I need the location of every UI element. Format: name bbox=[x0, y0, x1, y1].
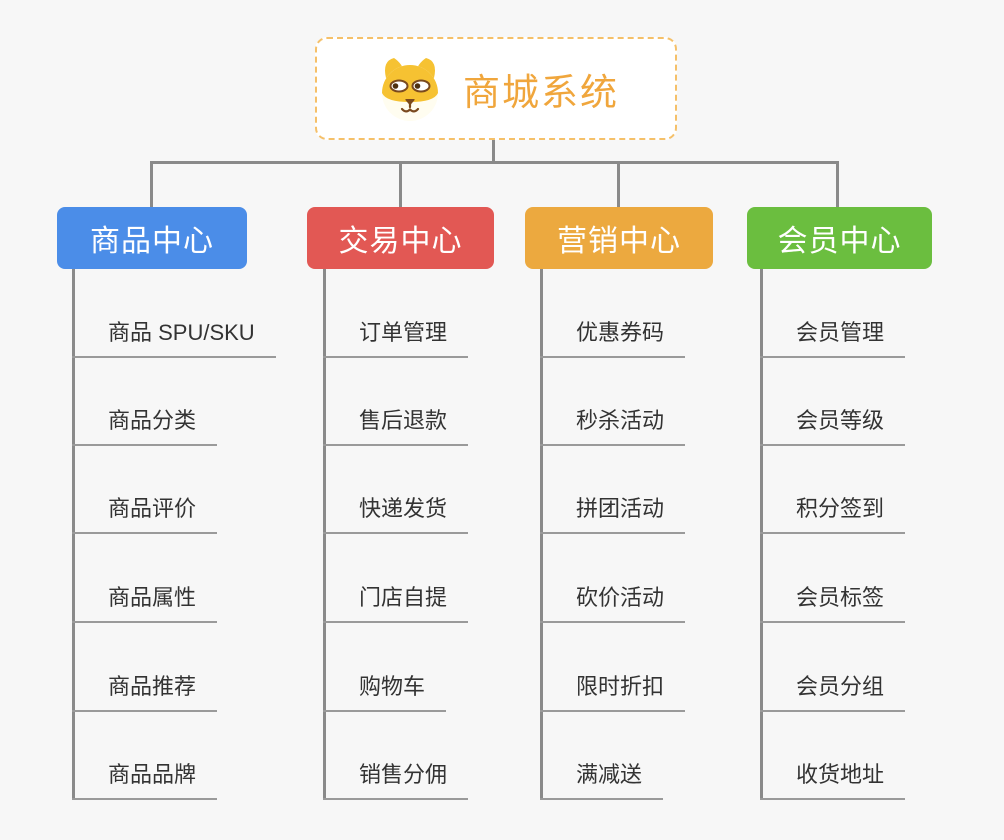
connector-trunk bbox=[760, 269, 763, 800]
leaf-item[interactable]: 门店自提 bbox=[323, 584, 469, 623]
leaf-item[interactable]: 会员分组 bbox=[760, 673, 906, 712]
leaf-item[interactable]: 收货地址 bbox=[760, 761, 906, 800]
branch-header-trade-center[interactable]: 交易中心 bbox=[307, 207, 494, 269]
root-title: 商城系统 bbox=[463, 71, 619, 113]
branch-header-product-center[interactable]: 商品中心 bbox=[57, 207, 247, 269]
connector-drop bbox=[150, 161, 153, 207]
connector-trunk bbox=[323, 269, 326, 800]
connector-trunk bbox=[540, 269, 543, 800]
leaf-item[interactable]: 满减送 bbox=[540, 761, 664, 800]
leaf-item[interactable]: 商品分类 bbox=[72, 407, 218, 446]
leaf-item[interactable]: 会员等级 bbox=[760, 407, 906, 446]
leaf-item[interactable]: 积分签到 bbox=[760, 495, 906, 534]
leaf-item[interactable]: 会员管理 bbox=[760, 319, 906, 358]
connector-root-stub bbox=[492, 140, 495, 164]
connector-drop bbox=[399, 161, 402, 207]
dog-face-icon bbox=[373, 56, 447, 122]
leaf-item[interactable]: 砍价活动 bbox=[540, 584, 686, 623]
connector-drop bbox=[617, 161, 620, 207]
leaf-item[interactable]: 售后退款 bbox=[323, 407, 469, 446]
connector-bus bbox=[150, 161, 839, 164]
leaf-item[interactable]: 快递发货 bbox=[323, 495, 469, 534]
connector-trunk bbox=[72, 269, 75, 800]
leaf-item[interactable]: 商品 SPU/SKU bbox=[72, 319, 276, 358]
leaf-item[interactable]: 购物车 bbox=[323, 673, 447, 712]
branch-header-member-center[interactable]: 会员中心 bbox=[747, 207, 932, 269]
root-node[interactable]: 商城系统 bbox=[315, 37, 677, 140]
leaf-item[interactable]: 拼团活动 bbox=[540, 495, 686, 534]
leaf-item[interactable]: 优惠券码 bbox=[540, 319, 686, 358]
leaf-item[interactable]: 秒杀活动 bbox=[540, 407, 686, 446]
branch-header-marketing-center[interactable]: 营销中心 bbox=[525, 207, 713, 269]
leaf-item[interactable]: 商品推荐 bbox=[72, 673, 218, 712]
leaf-item[interactable]: 会员标签 bbox=[760, 584, 906, 623]
leaf-item[interactable]: 商品品牌 bbox=[72, 761, 218, 800]
connector-drop bbox=[836, 161, 839, 207]
leaf-item[interactable]: 销售分佣 bbox=[323, 761, 469, 800]
leaf-item[interactable]: 商品评价 bbox=[72, 495, 218, 534]
leaf-item[interactable]: 订单管理 bbox=[323, 319, 469, 358]
leaf-item[interactable]: 限时折扣 bbox=[540, 673, 686, 712]
leaf-item[interactable]: 商品属性 bbox=[72, 584, 218, 623]
